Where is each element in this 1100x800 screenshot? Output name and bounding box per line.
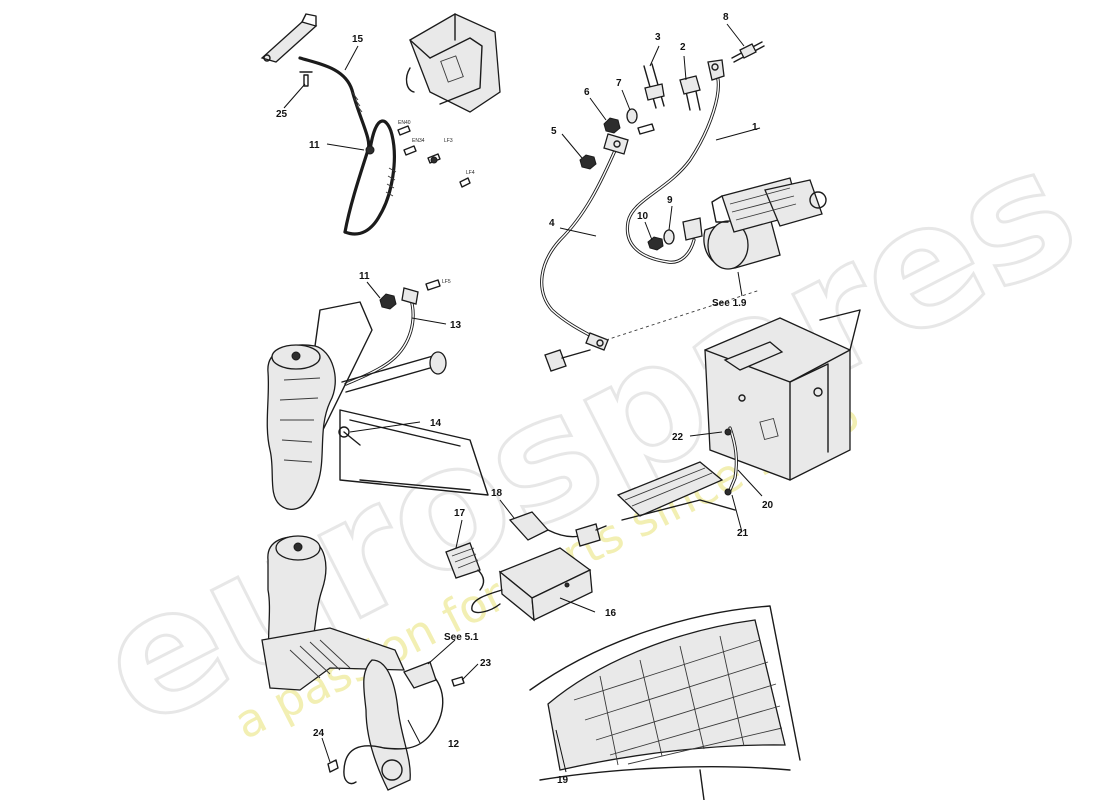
reference-see-5-1: See 5.1 — [444, 632, 479, 643]
reference-see-1-9: See 1.9 — [712, 298, 747, 309]
callout-15: 15 — [352, 34, 364, 45]
earth-strap-assembly: EN40 EN34 LF3 LF4 — [260, 13, 501, 236]
callout-10: 10 — [637, 211, 649, 222]
callout-5: 5 — [551, 126, 557, 137]
callout-7: 7 — [616, 78, 622, 89]
callout-1: 1 — [752, 122, 758, 133]
heated-screen — [529, 605, 801, 800]
callout-8: 8 — [723, 12, 729, 23]
battery-cable-assembly — [540, 41, 827, 372]
leader-lines — [283, 23, 763, 773]
callout-13: 13 — [450, 320, 462, 331]
callout-16: 16 — [605, 608, 617, 619]
bolt-label-lf4: LF4 — [466, 170, 475, 176]
callout-19: 19 — [557, 775, 569, 786]
callout-25: 25 — [276, 109, 288, 120]
starter-motor — [682, 177, 827, 270]
callout-20: 20 — [762, 500, 774, 511]
callout-12: 12 — [448, 739, 460, 750]
callout-11-mid: 11 — [359, 271, 370, 282]
callout-3: 3 — [655, 32, 661, 43]
callout-14: 14 — [430, 418, 442, 429]
engine-mount-assembly: LF5 — [266, 279, 489, 510]
callout-numbers: 1 2 3 4 5 6 7 8 9 10 11 11 12 13 14 15 1… — [276, 12, 774, 786]
callout-4: 4 — [549, 218, 555, 229]
callout-9: 9 — [667, 195, 673, 206]
bolt-label-lf3: LF3 — [444, 138, 453, 144]
callout-11-top: 11 — [309, 140, 320, 151]
body-structure-right — [616, 309, 861, 521]
callout-22: 22 — [672, 432, 684, 443]
callout-24: 24 — [313, 728, 325, 739]
suspension-upright-assembly — [261, 535, 465, 791]
callout-6: 6 — [584, 87, 590, 98]
callout-23: 23 — [480, 658, 492, 669]
callout-2: 2 — [680, 42, 686, 53]
callout-17: 17 — [454, 508, 466, 519]
control-module-assembly — [445, 511, 607, 622]
bolt-label-en34: EN34 — [412, 138, 425, 144]
bolt-label-en40: EN40 — [398, 120, 411, 126]
callout-21: 21 — [737, 528, 749, 539]
callout-18: 18 — [491, 488, 503, 499]
bolt-label-lf5: LF5 — [442, 279, 451, 285]
